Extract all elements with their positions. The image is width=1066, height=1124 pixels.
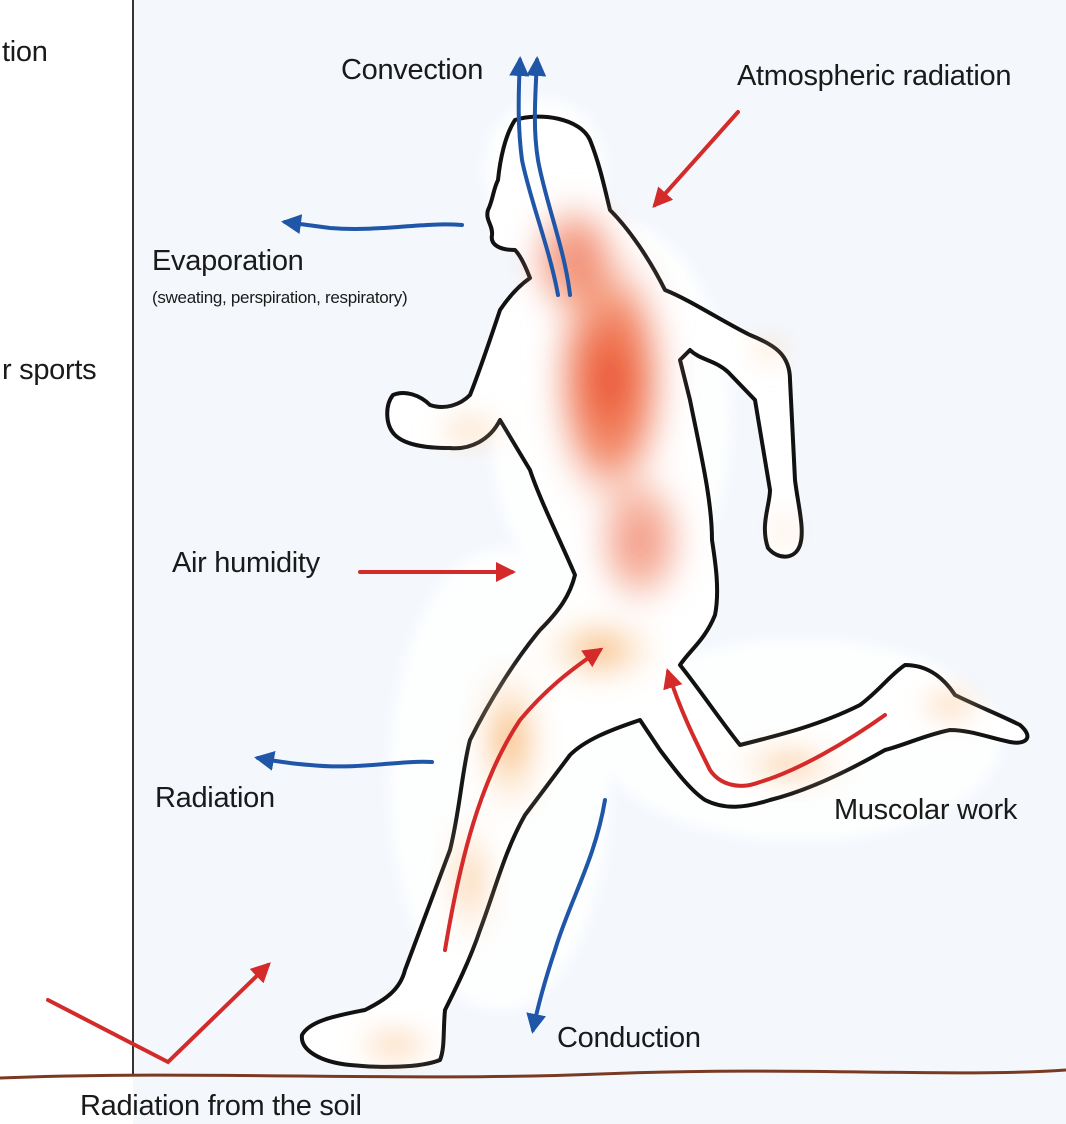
- label-air-humidity: Air humidity: [172, 547, 320, 580]
- left-fragment-middle: r sports: [2, 354, 96, 387]
- label-atmospheric-radiation: Atmospheric radiation: [737, 60, 1011, 93]
- label-convection: Convection: [341, 54, 483, 87]
- running-man-icon: [302, 100, 1028, 1067]
- label-radiation-soil: Radiation from the soil: [80, 1090, 362, 1123]
- ground-line: [0, 1070, 1066, 1078]
- label-muscular-work: Muscolar work: [834, 794, 1017, 827]
- left-fragment-top: tion: [2, 36, 48, 69]
- label-evaporation-detail: (sweating, perspiration, respiratory): [152, 288, 407, 308]
- label-radiation: Radiation: [155, 782, 275, 815]
- label-evaporation: Evaporation: [152, 245, 303, 278]
- label-conduction: Conduction: [557, 1022, 701, 1055]
